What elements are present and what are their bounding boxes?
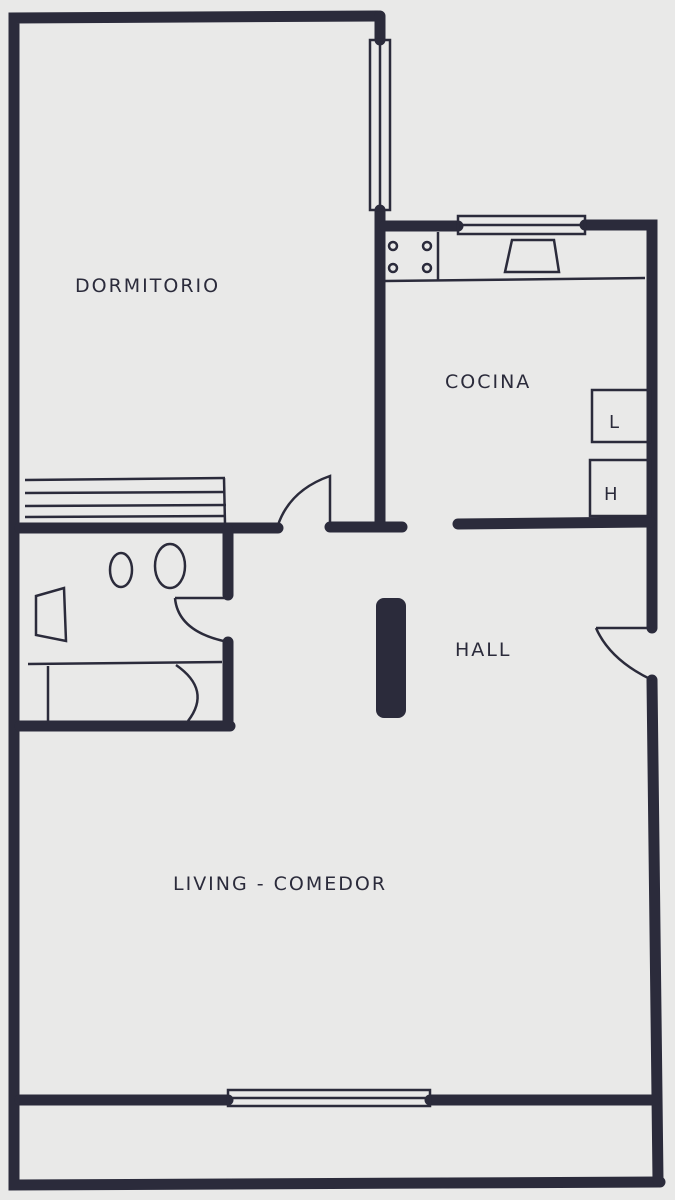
- bidet: [108, 551, 134, 589]
- room-label-cocina: COCINA: [445, 371, 531, 393]
- stove-icon: [387, 240, 433, 274]
- interior-walls: [14, 516, 656, 732]
- heater-box: [588, 458, 652, 518]
- bathroom-sink: [34, 586, 68, 643]
- kitchen-counter: [384, 276, 646, 283]
- toilet: [153, 542, 187, 590]
- exterior-walls: [8, 10, 666, 1191]
- laundry-box: [590, 388, 652, 444]
- bathtub: [27, 660, 223, 666]
- room-label-living: LIVING - COMEDOR: [173, 873, 387, 895]
- entry-door: [594, 627, 653, 682]
- bathroom-fixtures: [27, 542, 223, 722]
- bedroom-door: [276, 474, 332, 526]
- kitchen-window: [456, 214, 587, 236]
- room-label-hall: HALL: [455, 639, 511, 661]
- doors: [173, 474, 653, 682]
- bedroom-window: [368, 38, 392, 212]
- bathroom-door: [173, 597, 229, 644]
- kitchen-sink: [503, 238, 561, 274]
- windows: [226, 38, 587, 1108]
- hall-column: [376, 598, 406, 718]
- kitchen-fixtures: L H: [384, 232, 652, 518]
- heater-label: H: [604, 484, 618, 505]
- closet: [24, 476, 227, 525]
- laundry-label: L: [609, 412, 619, 433]
- room-label-dormitorio: DORMITORIO: [75, 275, 220, 297]
- living-window: [226, 1088, 432, 1108]
